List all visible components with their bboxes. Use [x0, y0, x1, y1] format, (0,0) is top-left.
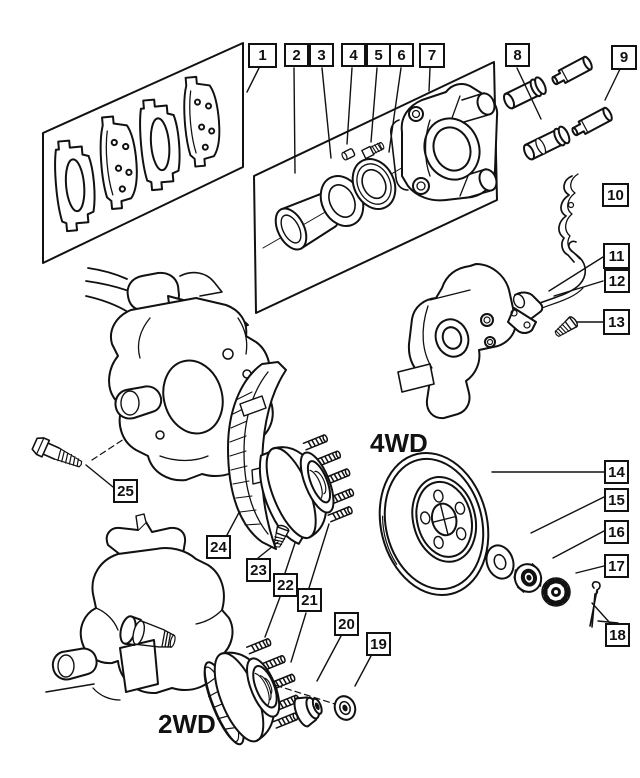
- sensor-bolt: [554, 316, 579, 337]
- caliper-housing: [390, 83, 499, 202]
- piston-boot: [351, 158, 397, 210]
- spindle-washer: [333, 695, 357, 721]
- thrust-washer: [485, 544, 515, 580]
- callout-25[interactable]: 25: [113, 479, 138, 503]
- callout-3[interactable]: 3: [309, 43, 334, 67]
- anti-rattle-clip: [558, 173, 581, 263]
- cotter-pin: [589, 581, 601, 628]
- brake-pad-inner-2: [183, 75, 221, 168]
- brake-pad-inner-1: [99, 115, 138, 210]
- callout-14[interactable]: 14: [604, 460, 629, 484]
- label-4wd: 4WD: [370, 428, 428, 458]
- hub-bolt: [273, 524, 290, 548]
- callout-11[interactable]: 11: [603, 243, 630, 269]
- bleeder-cap: [341, 148, 356, 161]
- callout-24[interactable]: 24: [206, 535, 231, 559]
- steering-knuckle-2wd: [45, 513, 234, 701]
- hub-bearing-4wd: [258, 434, 355, 545]
- callout-9[interactable]: 9: [611, 45, 637, 70]
- leader-lines: [85, 67, 621, 687]
- brake-pad-outer-2: [139, 98, 181, 192]
- wheel-speed-sensor: [507, 240, 587, 334]
- callout-6[interactable]: 6: [389, 43, 414, 67]
- callout-15[interactable]: 15: [604, 488, 629, 512]
- bleeder-screw: [361, 141, 385, 160]
- callout-1[interactable]: 1: [248, 43, 277, 68]
- callout-5[interactable]: 5: [366, 43, 391, 67]
- guide-pin-bushing-2: [522, 125, 571, 161]
- callout-7[interactable]: 7: [419, 43, 445, 68]
- guide-pin-bushing-1: [502, 76, 547, 110]
- hub-nut: [513, 563, 543, 593]
- callout-18[interactable]: 18: [605, 623, 630, 647]
- callout-10[interactable]: 10: [602, 183, 629, 207]
- callout-2[interactable]: 2: [284, 43, 309, 67]
- callout-17[interactable]: 17: [604, 554, 629, 578]
- callout-21[interactable]: 21: [297, 588, 322, 612]
- caliper-adapter: [397, 263, 517, 420]
- brake-rotor: [378, 451, 490, 597]
- callout-22[interactable]: 22: [273, 573, 298, 597]
- spindle-nut: [293, 696, 323, 728]
- knuckle-bolt: [31, 437, 83, 468]
- callout-8[interactable]: 8: [505, 43, 530, 67]
- brake-pad-outer-1: [54, 139, 96, 233]
- label-2wd: 2WD: [158, 709, 216, 739]
- callout-13[interactable]: 13: [603, 309, 630, 335]
- callout-4[interactable]: 4: [341, 43, 366, 67]
- callout-19[interactable]: 19: [366, 632, 391, 656]
- callout-23[interactable]: 23: [246, 558, 271, 582]
- callout-20[interactable]: 20: [334, 612, 359, 636]
- nut-retainer: [541, 577, 571, 607]
- guide-pin-2: [571, 106, 613, 137]
- callout-12[interactable]: 12: [604, 269, 630, 293]
- guide-pin-1: [551, 55, 593, 86]
- hub-bearing-2wd: [203, 638, 300, 746]
- callout-16[interactable]: 16: [604, 520, 629, 544]
